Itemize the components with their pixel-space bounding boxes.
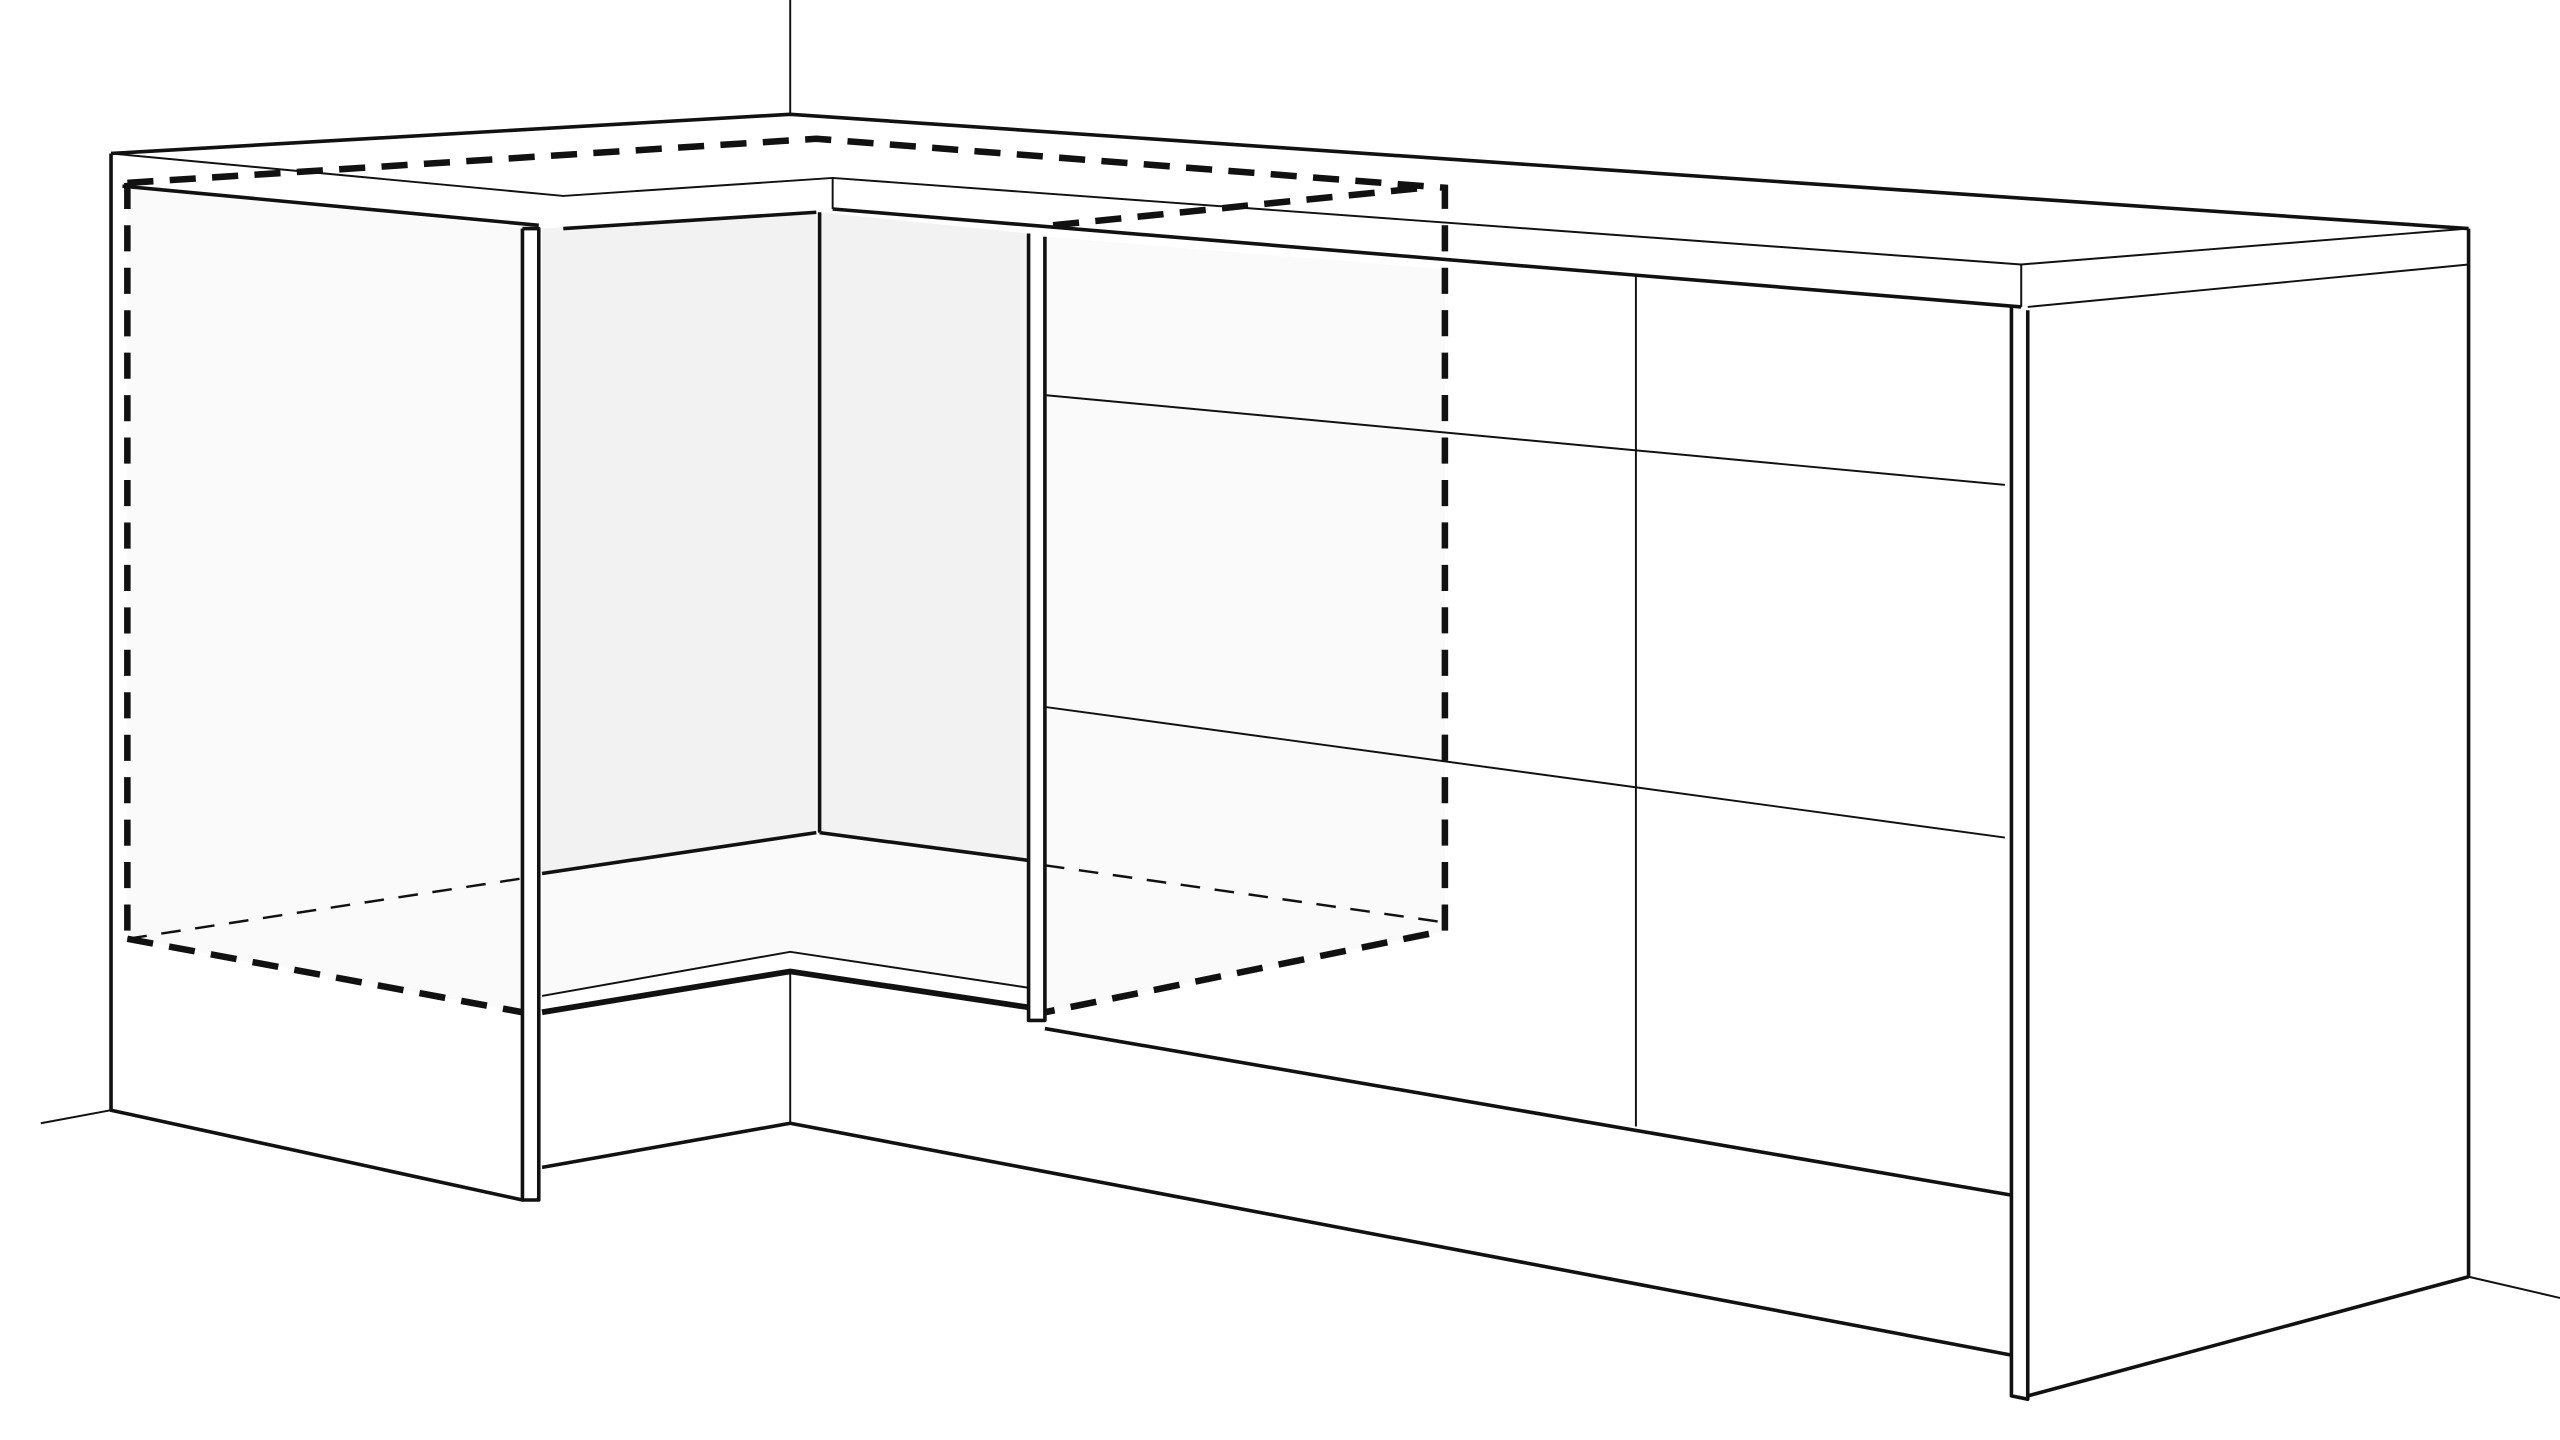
countertop	[110, 112, 2471, 1277]
right-side-panel	[2009, 306, 2470, 1401]
dashed-outline-cabinet	[124, 135, 1449, 1016]
cavity-fills	[127, 182, 1445, 1013]
left-side-panel	[109, 153, 541, 1202]
wall-lines	[40, 0, 2560, 1299]
front-drawers	[1044, 274, 2012, 1197]
corner-cavity	[541, 212, 2012, 1357]
middle-panel	[1026, 233, 1047, 1023]
